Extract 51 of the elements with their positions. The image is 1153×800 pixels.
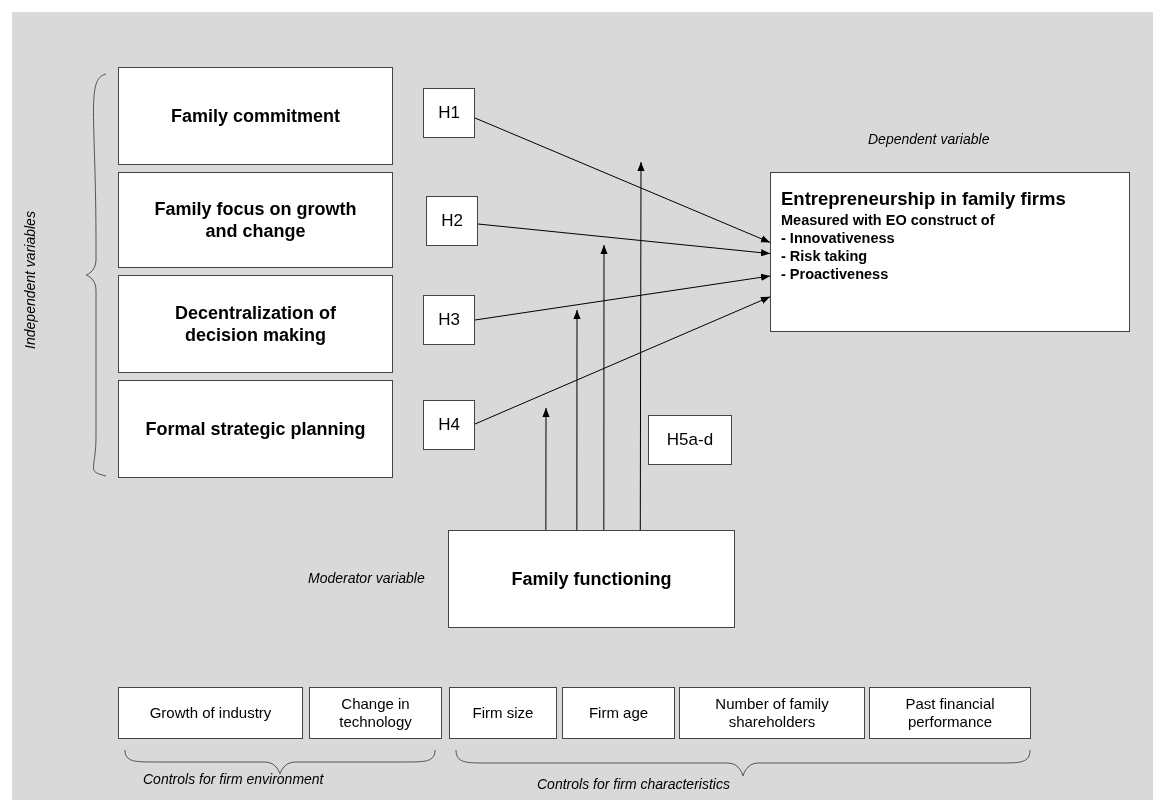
variable-box bbox=[118, 172, 393, 268]
dependent-variable-box bbox=[770, 172, 1130, 332]
node-text: - Innovativeness bbox=[781, 229, 895, 248]
node-label: Firm age bbox=[587, 704, 650, 722]
axis-label: Moderator variable bbox=[308, 570, 425, 586]
node-label: Family commitment bbox=[169, 104, 341, 128]
node-label: Decentralization of decision making bbox=[174, 301, 337, 347]
node-label: Family focus on growth and change bbox=[153, 197, 358, 243]
hypothesis-box bbox=[423, 400, 475, 450]
node-label: Entrepreneurship in family firms bbox=[781, 187, 1066, 211]
node-text: - Proactiveness bbox=[781, 265, 889, 284]
axis-label: Dependent variable bbox=[868, 131, 990, 147]
control-variable-box bbox=[869, 687, 1031, 739]
arrow bbox=[477, 223, 771, 257]
arrow bbox=[600, 244, 608, 531]
node-label: Formal strategic planning bbox=[144, 417, 367, 441]
variable-box bbox=[118, 67, 393, 165]
node-label: H5a-d bbox=[666, 430, 714, 450]
node-text: - Risk taking bbox=[781, 247, 868, 266]
arrow bbox=[474, 117, 771, 243]
node-label: H1 bbox=[438, 103, 460, 123]
node-label: Firm size bbox=[471, 704, 535, 722]
node-label: H3 bbox=[438, 310, 460, 330]
node-text: Measured with EO construct of bbox=[781, 211, 995, 230]
group-label: Controls for firm environment bbox=[143, 771, 324, 787]
hypothesis-box bbox=[423, 295, 475, 345]
node-label: H4 bbox=[438, 415, 460, 435]
arrow bbox=[474, 296, 771, 425]
control-variable-box bbox=[562, 687, 675, 739]
variable-box bbox=[448, 530, 735, 628]
control-variable-box bbox=[118, 687, 303, 739]
group-label: Controls for firm characteristics bbox=[537, 776, 730, 792]
node-label: Number of family shareholders bbox=[714, 695, 830, 731]
hypothesis-box bbox=[423, 88, 475, 138]
node-label: Family functioning bbox=[510, 567, 673, 591]
arrow bbox=[542, 407, 550, 531]
variable-box bbox=[118, 380, 393, 478]
node-label: H2 bbox=[441, 211, 463, 231]
variable-box bbox=[118, 275, 393, 373]
hypothesis-box bbox=[648, 415, 732, 465]
control-variable-box bbox=[449, 687, 557, 739]
arrow bbox=[474, 273, 771, 321]
arrow bbox=[573, 309, 581, 531]
control-variable-box bbox=[309, 687, 442, 739]
axis-label: Independent variables bbox=[21, 211, 38, 349]
node-label: Past financial performance bbox=[904, 695, 996, 731]
hypothesis-box bbox=[426, 196, 478, 246]
node-label: Growth of industry bbox=[148, 704, 273, 722]
arrow bbox=[637, 161, 645, 531]
node-label: Change in technology bbox=[338, 695, 413, 731]
control-variable-box bbox=[679, 687, 865, 739]
